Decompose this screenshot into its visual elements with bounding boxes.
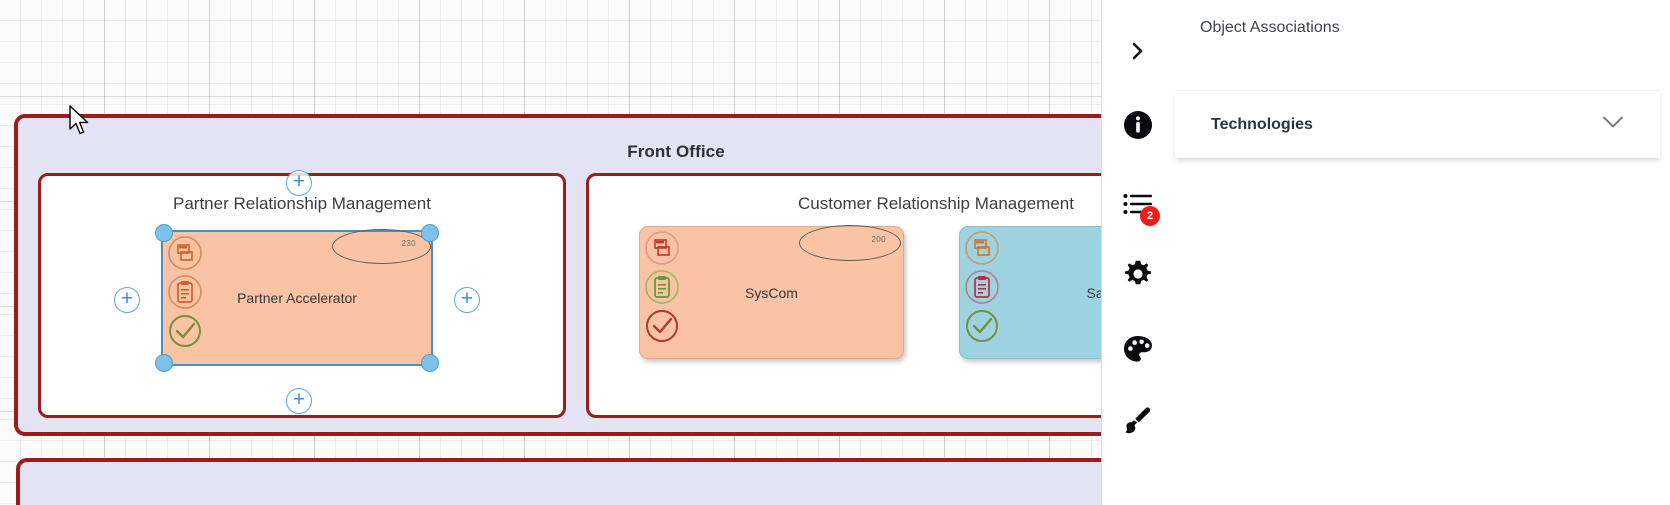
node-label: Partner Accelerator [237, 290, 357, 306]
subgroup-title-prm: Partner Relationship Management [173, 194, 431, 213]
add-connection-top[interactable] [286, 170, 312, 196]
add-connection-bottom[interactable] [286, 388, 312, 414]
node-syscom[interactable]: 200 SysCom [639, 225, 904, 359]
node-icon-stack [167, 235, 203, 349]
node-count-badge: 230 [332, 229, 431, 264]
check-circle-icon [644, 308, 680, 344]
diagram-canvas[interactable]: Front Office Partner Relationship Manage… [0, 0, 1122, 505]
chevron-right-icon[interactable] [1102, 28, 1174, 74]
technologies-accordion[interactable]: Technologies [1175, 90, 1660, 158]
subgroup-partner-relationship-management[interactable]: Partner Relationship Management [38, 170, 566, 418]
info-circle-icon[interactable] [1102, 102, 1174, 148]
object-associations-title: Object Associations [1200, 19, 1340, 36]
panel-icon-rail: 2 [1102, 0, 1174, 505]
palette-icon[interactable] [1102, 326, 1174, 372]
group-bottom-partial[interactable] [16, 458, 1122, 505]
node-sales[interactable]: Sales + [959, 226, 1122, 359]
chevron-down-icon[interactable] [1602, 115, 1624, 134]
node-icon-stack [644, 230, 680, 344]
add-connection-left[interactable] [114, 287, 140, 313]
node-count-badge: 200 [799, 225, 901, 261]
list-properties-icon[interactable]: 2 [1102, 182, 1174, 228]
gear-icon[interactable] [1102, 252, 1174, 298]
selection-handle-top-right[interactable] [421, 224, 439, 242]
clipboard-icon [167, 274, 203, 310]
paintbrush-icon[interactable] [1102, 398, 1174, 444]
node-label: Sales [960, 285, 1122, 301]
application-component-icon [167, 235, 203, 271]
selection-handle-bottom-right[interactable] [421, 354, 439, 372]
notification-badge: 2 [1140, 206, 1160, 226]
node-partner-accelerator[interactable]: 230 Partner Accelerator [114, 170, 480, 414]
clipboard-icon [964, 269, 1000, 305]
application-component-icon [964, 230, 1000, 266]
subgroup-customer-relationship-management[interactable]: Customer Relationship Management [586, 173, 1122, 418]
clipboard-icon [644, 269, 680, 305]
check-circle-icon [964, 308, 1000, 344]
subgroup-title-crm: Customer Relationship Management [798, 194, 1074, 213]
technologies-label: Technologies [1211, 115, 1313, 133]
check-circle-icon [167, 313, 203, 349]
group-front-office[interactable]: Front Office Partner Relationship Manage… [14, 114, 1122, 436]
node-icon-stack [964, 230, 1000, 344]
panel-content: Object Associations Technologies [1174, 0, 1670, 505]
group-title-front-office: Front Office [627, 142, 725, 161]
selection-handle-top-left[interactable] [155, 224, 173, 242]
node-label: SysCom [745, 284, 798, 301]
application-component-icon [644, 230, 680, 266]
selection-handle-bottom-left[interactable] [155, 354, 173, 372]
add-connection-right[interactable] [454, 287, 480, 313]
mouse-cursor [69, 105, 89, 135]
right-side-panel: 2 Object Associations [1101, 0, 1670, 505]
